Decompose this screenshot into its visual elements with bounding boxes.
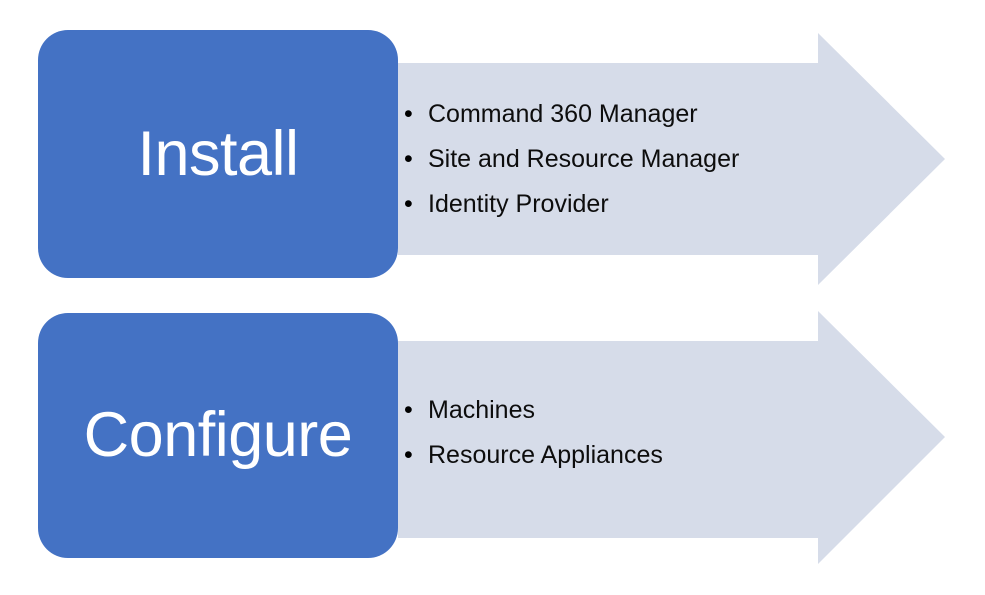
list-item: • Site and Resource Manager — [404, 137, 844, 182]
bullet-label: Site and Resource Manager — [428, 145, 740, 173]
bullet-dot-icon: • — [404, 441, 413, 469]
bullet-label: Identity Provider — [428, 190, 609, 218]
list-item: • Command 360 Manager — [404, 92, 844, 137]
list-item: • Machines — [404, 388, 844, 433]
stage-label-install: Install — [137, 118, 299, 189]
bullet-dot-icon: • — [404, 145, 413, 173]
bullet-dot-icon: • — [404, 396, 413, 424]
bullet-label: Resource Appliances — [428, 441, 663, 469]
list-item: • Identity Provider — [404, 182, 844, 227]
bullet-dot-icon: • — [404, 100, 413, 128]
bullet-list-configure: • Machines • Resource Appliances — [404, 388, 844, 478]
bullet-label: Command 360 Manager — [428, 100, 698, 128]
list-item: • Resource Appliances — [404, 433, 844, 478]
stage-box-install[interactable]: Install — [38, 30, 398, 278]
bullet-list-install: • Command 360 Manager • Site and Resourc… — [404, 92, 844, 227]
bullet-label: Machines — [428, 396, 535, 424]
bullet-dot-icon: • — [404, 190, 413, 218]
stage-label-configure: Configure — [83, 400, 353, 470]
stage-box-configure[interactable]: Configure — [38, 313, 398, 558]
